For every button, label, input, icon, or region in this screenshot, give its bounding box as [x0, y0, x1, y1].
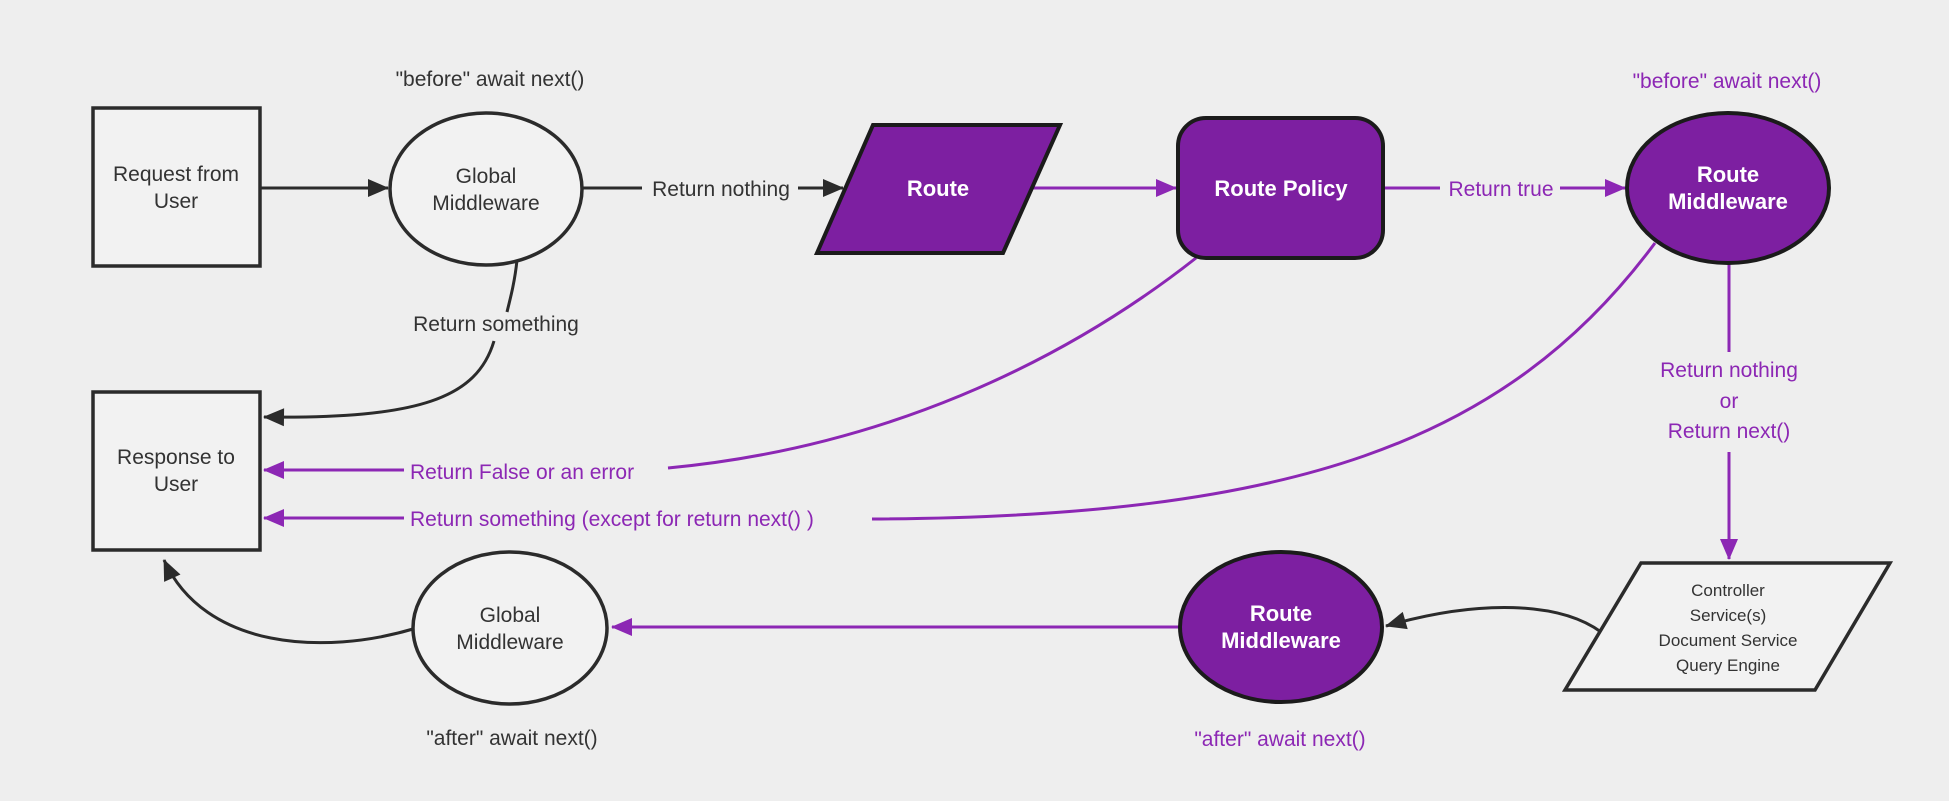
label-after-await-next-black: "after" await next() — [426, 727, 597, 750]
edge-return-something-upper — [505, 259, 519, 313]
label-return-something: Return something — [413, 313, 579, 336]
node-global-middleware-before: Global Middleware — [388, 111, 584, 267]
edge-route-middleware-to-response-curve — [871, 242, 1657, 521]
edge-route-policy-to-response-curve — [667, 256, 1197, 470]
response-to-user-label-line2: User — [154, 473, 198, 496]
response-to-user-label-line1: Response to — [117, 446, 235, 469]
label-return-nothing-or-line1: Return nothing — [1660, 359, 1798, 382]
node-response-to-user: Response to User — [91, 390, 262, 552]
node-route-policy: Route Policy — [1176, 116, 1385, 260]
route-middleware-after-ellipse — [1178, 550, 1384, 704]
node-controller: Controller Service(s) Document Service Q… — [1561, 561, 1894, 692]
controller-label-line2: Service(s) — [1690, 606, 1767, 625]
label-before-await-next-purple: "before" await next() — [1633, 70, 1822, 93]
label-return-something-except: Return something (except for return next… — [410, 508, 814, 531]
label-return-false-or-error: Return False or an error — [410, 461, 634, 484]
request-from-user-label-line2: User — [154, 190, 198, 213]
label-return-nothing-or-line2: or — [1720, 390, 1739, 413]
edge-return-something-lower — [263, 340, 496, 427]
route-parallelogram — [813, 123, 1064, 255]
global-middleware-after-ellipse — [411, 550, 609, 706]
controller-parallelogram — [1561, 561, 1894, 692]
node-route-middleware-after: Route Middleware — [1178, 550, 1384, 704]
controller-label-line4: Query Engine — [1676, 656, 1780, 675]
response-to-user-box — [91, 390, 262, 552]
request-from-user-box — [91, 106, 262, 268]
node-route-middleware-before: Route Middleware — [1625, 111, 1831, 265]
route-middleware-before-label-line2: Middleware — [1668, 189, 1788, 214]
route-policy-label: Route Policy — [1214, 176, 1348, 201]
route-middleware-after-label-line1: Route — [1250, 601, 1312, 626]
edge-controller-to-route-middleware-after — [1385, 606, 1602, 634]
controller-label-line3: Document Service — [1659, 631, 1798, 650]
route-middleware-before-ellipse — [1625, 111, 1831, 265]
global-middleware-before-label-line1: Global — [456, 165, 517, 188]
node-route: Route — [813, 123, 1064, 255]
label-return-nothing-or-line3: Return next() — [1668, 420, 1791, 443]
node-global-middleware-after: Global Middleware — [411, 550, 609, 706]
request-from-user-label-line1: Request from — [113, 163, 239, 186]
controller-label-line1: Controller — [1691, 581, 1765, 600]
label-after-await-next-purple: "after" await next() — [1194, 728, 1365, 751]
route-middleware-after-label-line2: Middleware — [1221, 628, 1341, 653]
route-policy-box — [1176, 116, 1385, 260]
route-label: Route — [907, 176, 969, 201]
route-middleware-before-label-line1: Route — [1697, 162, 1759, 187]
global-middleware-after-label-line2: Middleware — [456, 631, 563, 654]
edge-global-middleware-after-to-response — [162, 559, 414, 645]
node-request-from-user: Request from User — [91, 106, 262, 268]
label-before-await-next-black: "before" await next() — [396, 68, 585, 91]
global-middleware-after-label-line1: Global — [480, 604, 541, 627]
label-return-true: Return true — [1448, 178, 1553, 201]
label-return-nothing: Return nothing — [652, 178, 790, 201]
global-middleware-before-label-line2: Middleware — [432, 192, 539, 215]
global-middleware-before-ellipse — [388, 111, 584, 267]
